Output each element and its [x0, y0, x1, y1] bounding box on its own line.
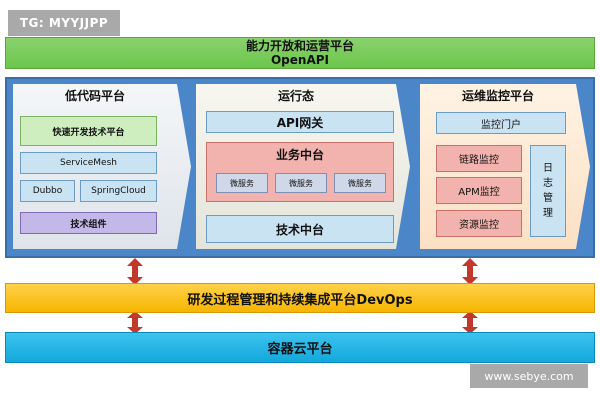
- fast-dev-platform: 快速开发技术平台: [20, 116, 157, 146]
- log-char-2: 志: [543, 178, 553, 189]
- arrow-ops-devops: [462, 258, 478, 285]
- watermark-bottom: www.sebye.com: [470, 364, 588, 388]
- openapi-title: 能力开放和运营平台: [245, 39, 354, 53]
- apm-monitor: APM监控: [436, 177, 522, 204]
- log-management: 日 志 管 理: [530, 145, 566, 237]
- service-mesh: ServiceMesh: [20, 152, 157, 174]
- ops-title: 运维监控平台: [461, 88, 534, 103]
- lowcode-title: 低代码平台: [64, 88, 125, 103]
- arrow-lowcode-devops: [127, 258, 143, 285]
- business-middle-title: 业务中台: [275, 147, 324, 162]
- arrow-devops-cloud-right: [462, 311, 478, 334]
- spring-cloud: SpringCloud: [80, 180, 157, 202]
- microservice-1: 微服务: [216, 173, 268, 193]
- trace-monitor: 链路监控: [436, 145, 522, 172]
- log-char-3: 管: [543, 193, 553, 204]
- microservice-2: 微服务: [275, 173, 327, 193]
- log-char-1: 日: [543, 163, 553, 174]
- api-gateway: API网关: [206, 111, 394, 133]
- openapi-band: 能力开放和运营平台 OpenAPI: [5, 37, 595, 69]
- resource-monitor: 资源监控: [436, 210, 522, 237]
- monitor-portal: 监控门户: [436, 112, 566, 134]
- arrow-devops-cloud-left: [127, 311, 143, 334]
- container-cloud-band: 容器云平台: [5, 332, 595, 363]
- dubbo: Dubbo: [20, 180, 75, 202]
- runtime-title: 运行态: [277, 88, 314, 103]
- tech-middle-platform: 技术中台: [206, 215, 394, 243]
- watermark-top: TG: MYYJJPP: [8, 10, 120, 36]
- devops-band: 研发过程管理和持续集成平台DevOps: [5, 283, 595, 313]
- log-char-4: 理: [543, 208, 553, 219]
- openapi-subtitle: OpenAPI: [270, 53, 330, 67]
- tech-components: 技术组件: [20, 212, 157, 234]
- microservice-3: 微服务: [334, 173, 386, 193]
